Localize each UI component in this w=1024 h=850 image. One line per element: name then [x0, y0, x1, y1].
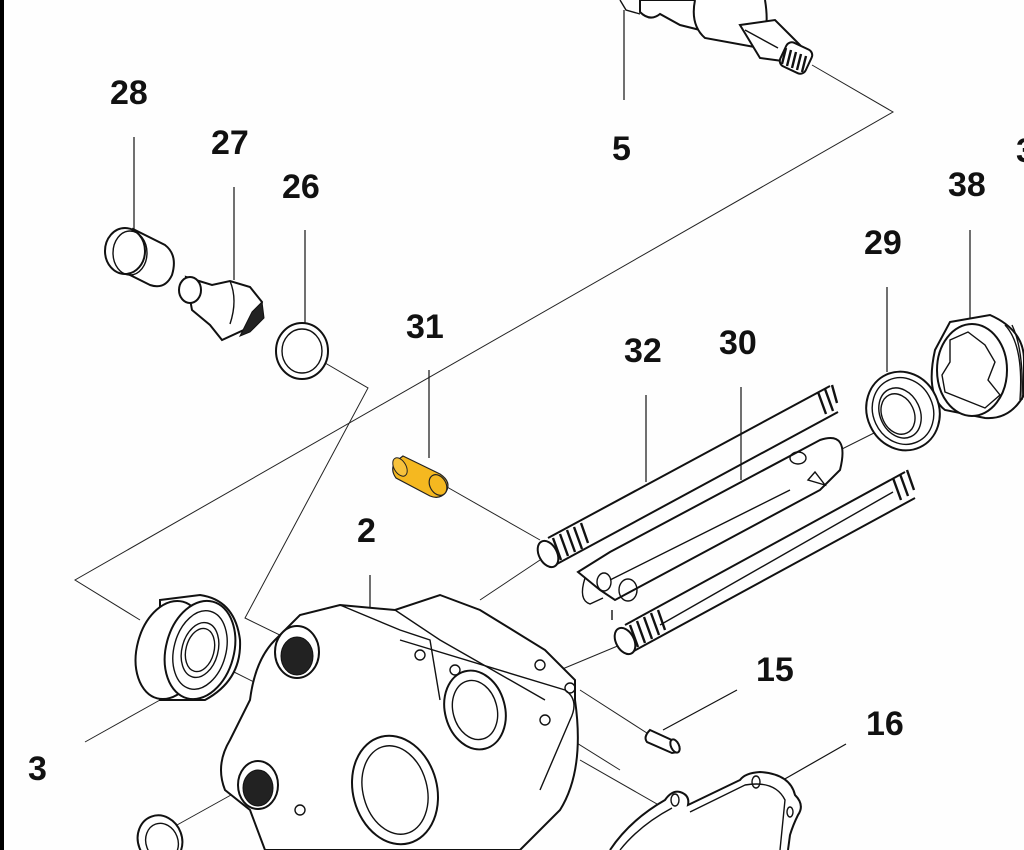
- part-5-shaft[interactable]: [619, 0, 814, 76]
- assembly-line-stud: [479, 559, 541, 601]
- callout-label-partial-right: 3: [1016, 132, 1024, 170]
- callout-label-2: 2: [357, 512, 376, 550]
- callout-label-38: 38: [948, 166, 986, 204]
- callout-label-26: 26: [282, 168, 320, 206]
- callout-label-16: 16: [866, 705, 904, 743]
- part-15-pin[interactable]: [644, 728, 682, 755]
- part-3-bearing[interactable]: [125, 593, 246, 707]
- assembly-line-3: [84, 699, 161, 743]
- part-16-gasket[interactable]: [609, 770, 802, 850]
- callout-label-28: 28: [110, 74, 148, 112]
- leader-16: [782, 743, 847, 781]
- part-28-cap[interactable]: [104, 227, 175, 288]
- callout-label-29: 29: [864, 224, 902, 262]
- callout-label-30: 30: [719, 324, 757, 362]
- assembly-line-shaft: [74, 64, 895, 621]
- part-26-oring[interactable]: [275, 322, 329, 380]
- left-border: [0, 0, 4, 850]
- assembly-line-fitting: [244, 359, 369, 641]
- part-2-housing[interactable]: [220, 593, 579, 850]
- part-32-stud-upper[interactable]: [533, 384, 839, 571]
- callout-label-31: 31: [406, 308, 444, 346]
- assembly-line-pin: [579, 689, 651, 736]
- callout-labels: 5 28 27 26 38 29 31 32 30 2 15 16 3 3: [28, 74, 1024, 788]
- part-31-sleeve-highlighted[interactable]: [390, 455, 451, 498]
- callout-label-5: 5: [612, 130, 631, 168]
- part-30-bracket[interactable]: [576, 437, 844, 620]
- assembly-line-lower-stud: [559, 644, 621, 671]
- callout-label-3: 3: [28, 750, 47, 788]
- callout-label-15: 15: [756, 651, 794, 689]
- assembly-line-31: [446, 486, 541, 541]
- part-bottom-oring[interactable]: [131, 809, 189, 850]
- part-27-fitting[interactable]: [178, 275, 265, 342]
- callout-label-27: 27: [211, 124, 249, 162]
- part-38-coupling[interactable]: [930, 313, 1024, 420]
- callout-label-32: 32: [624, 332, 662, 370]
- part-32-stud-lower[interactable]: [610, 469, 916, 658]
- leader-15: [662, 689, 738, 731]
- part-29-seal[interactable]: [853, 360, 952, 463]
